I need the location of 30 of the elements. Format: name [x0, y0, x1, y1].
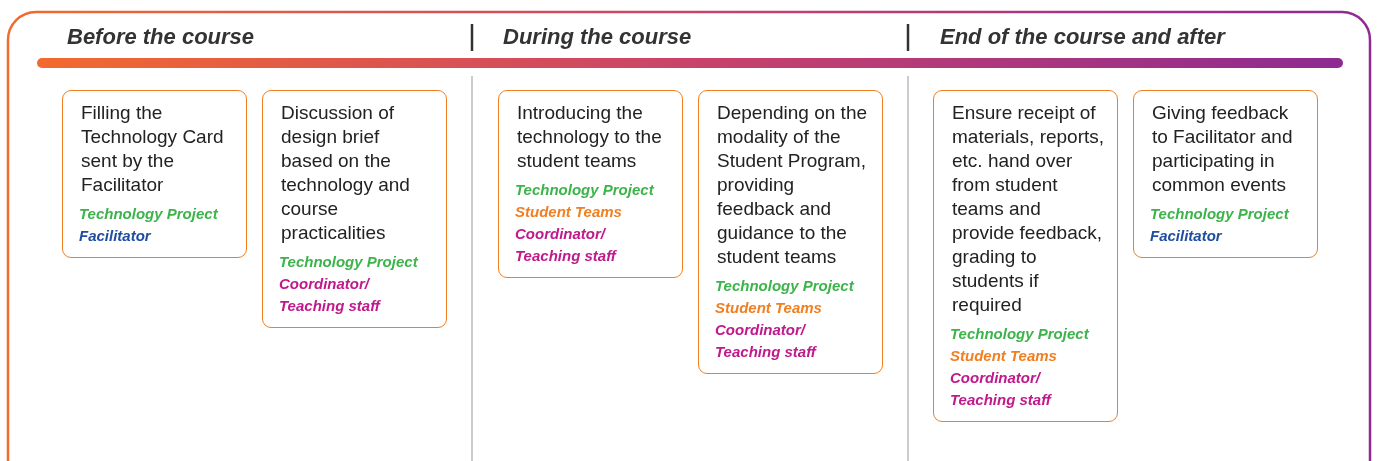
phase-heading: Before the course: [67, 24, 255, 50]
role-label: Student Teams: [515, 202, 623, 222]
role-label: Technology Project: [79, 204, 220, 224]
activity-card: [698, 90, 883, 374]
role-label: Coordinator/ Teaching staff: [950, 368, 1053, 410]
role-label: Coordinator/ Teaching staff: [715, 320, 818, 362]
activity-text: Giving feedback to Facilitator and participating in common events: [1152, 101, 1294, 197]
activity-card: [933, 90, 1118, 422]
role-label: Student Teams: [715, 298, 823, 318]
role-label: Technology Project: [1150, 204, 1291, 224]
activity-card: [1133, 90, 1318, 258]
role-label: Coordinator/ Teaching staff: [515, 224, 618, 266]
role-label: Student Teams: [950, 346, 1058, 366]
activity-text: Ensure receipt of materials, reports, etc. hand over from student teams and provide feedback, grading to students if required: [952, 101, 1106, 317]
activity-text: Depending on the modality of the Student Program, providing feedback and guidance to the student teams: [717, 101, 868, 269]
phase-heading: End of the course and after: [940, 24, 1225, 50]
role-label: Technology Project: [279, 252, 420, 272]
activity-card: [498, 90, 683, 278]
role-label: Coordinator/ Teaching staff: [279, 274, 382, 316]
phase-heading: During the course: [503, 24, 692, 50]
role-label: Facilitator: [1150, 226, 1224, 246]
activity-text: Discussion of design brief based on the technology and course practicalities: [281, 101, 411, 245]
activity-card: [62, 90, 247, 258]
activity-text: Filling the Technology Card sent by the Facilitator: [81, 101, 225, 197]
activity-text: Introducing the technology to the student teams: [517, 101, 663, 173]
role-label: Technology Project: [950, 324, 1091, 344]
activity-card: [262, 90, 447, 328]
role-label: Technology Project: [515, 180, 656, 200]
role-label: Technology Project: [715, 276, 856, 296]
role-label: Facilitator: [79, 226, 153, 246]
